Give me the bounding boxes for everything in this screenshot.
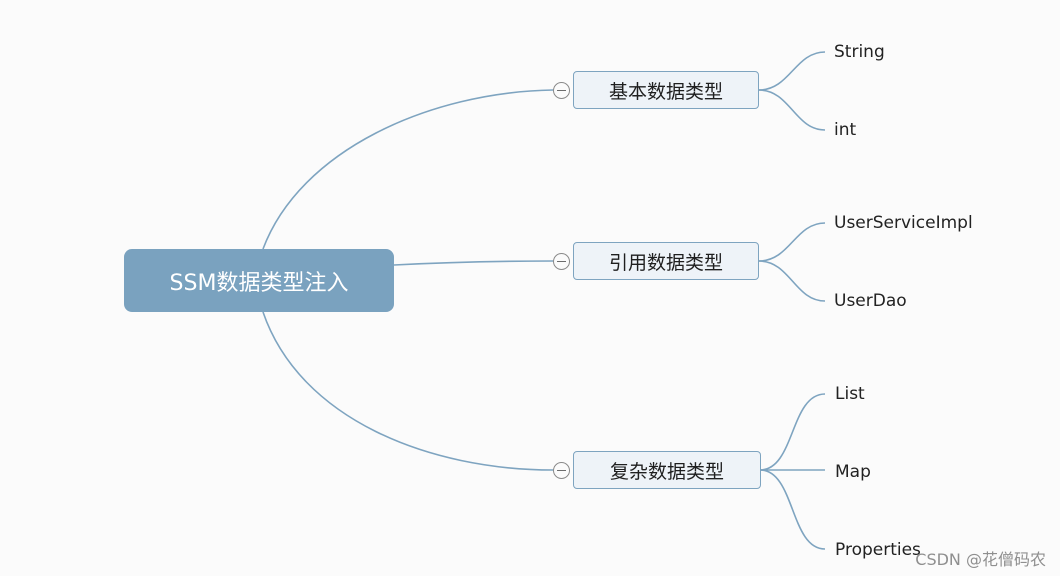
branch-topic-label: 引用数据类型 <box>608 251 723 274</box>
root-topic[interactable]: SSM数据类型注入 <box>124 249 394 312</box>
connector-root-branch-1 <box>262 89 554 250</box>
connector-root-branch-3 <box>262 311 554 471</box>
leaf-topic-map[interactable]: Map <box>835 462 871 482</box>
leaf-topic-int[interactable]: int <box>834 120 857 140</box>
leaf-topic-list[interactable]: List <box>835 384 865 404</box>
root-topic-label: SSM数据类型注入 <box>169 270 349 296</box>
connector-root-branch-2 <box>393 260 554 266</box>
branch-topic-basic-types[interactable]: 基本数据类型 <box>573 71 759 109</box>
collapse-toggle-branch-1[interactable] <box>553 82 570 99</box>
branch-topic-reference-types[interactable]: 引用数据类型 <box>573 242 759 280</box>
connector-branch-2-leaf-1 <box>758 222 826 262</box>
leaf-topic-string[interactable]: String <box>834 42 885 62</box>
connector-branch-2-leaf-2 <box>758 260 826 302</box>
connector-branch-3-leaf-1 <box>759 393 826 471</box>
watermark-text: CSDN @花僧码农 <box>915 550 1046 569</box>
leaf-topic-userserviceimpl[interactable]: UserServiceImpl <box>834 213 973 233</box>
leaf-topic-properties[interactable]: Properties <box>835 540 921 560</box>
leaf-topic-userdao[interactable]: UserDao <box>834 291 907 311</box>
branch-topic-label: 基本数据类型 <box>608 80 723 103</box>
connector-branch-1-leaf-1 <box>758 51 826 91</box>
collapse-toggle-branch-3[interactable] <box>553 462 570 479</box>
branch-topic-label: 复杂数据类型 <box>609 460 724 483</box>
connector-branch-3-leaf-3 <box>759 469 826 550</box>
collapse-toggle-branch-2[interactable] <box>553 253 570 270</box>
branch-topic-complex-types[interactable]: 复杂数据类型 <box>573 451 761 489</box>
connector-branch-1-leaf-2 <box>758 89 826 131</box>
